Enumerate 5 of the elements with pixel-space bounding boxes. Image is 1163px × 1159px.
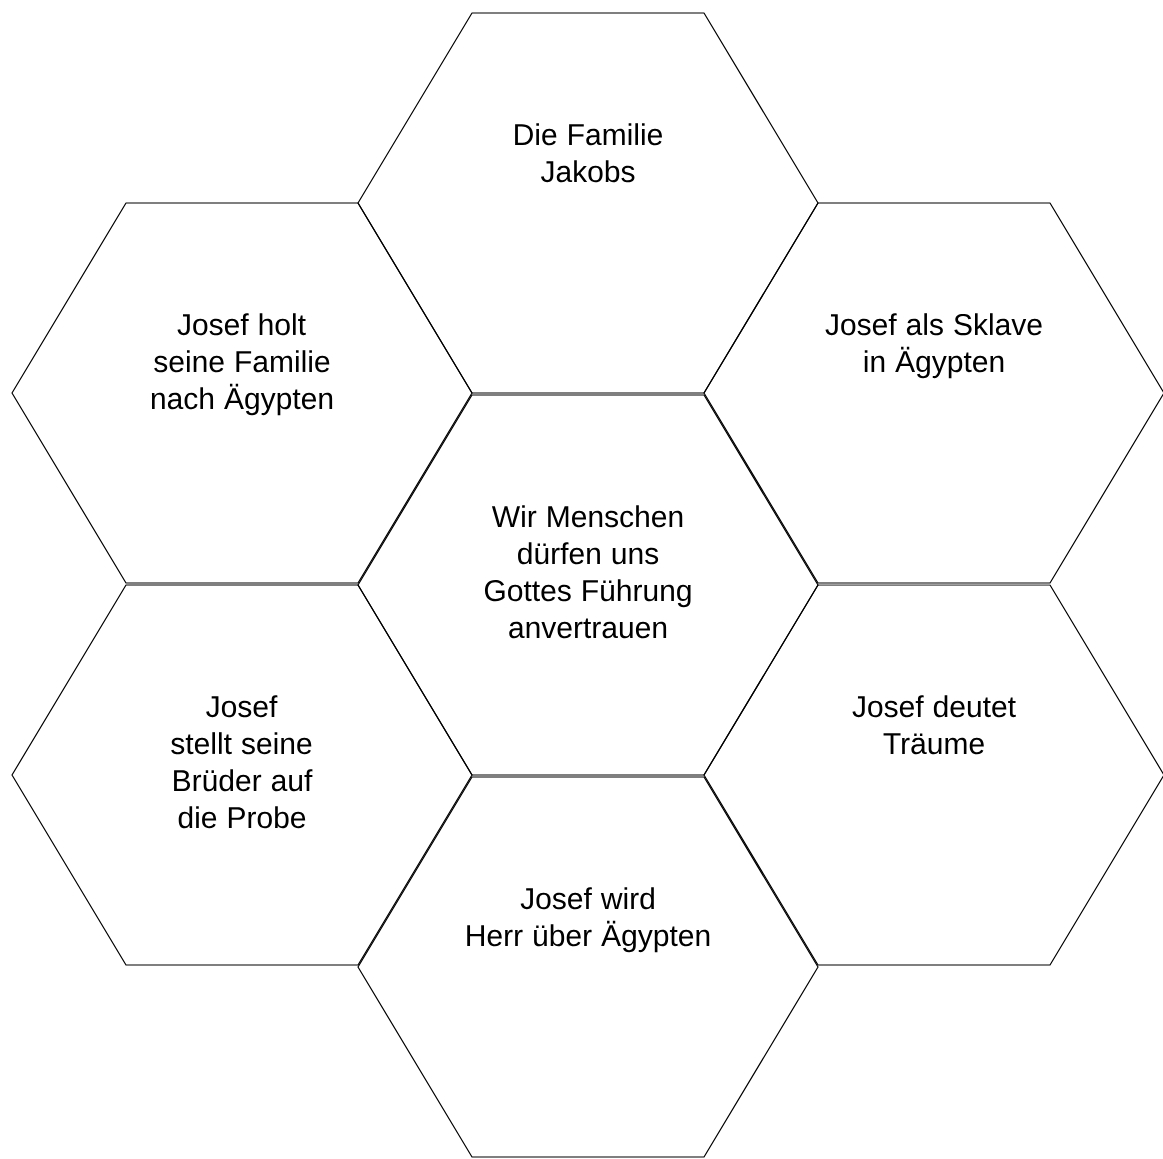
- hexagon: Josef holt seine Familie nach Ägypten: [11, 202, 473, 584]
- hexagon: Josef als Sklave in Ägypten: [703, 202, 1163, 584]
- hexagon: Wir Menschen dürfen uns Gottes Führung anvertrauen: [357, 394, 819, 776]
- hexagon: Josef wird Herr über Ägypten: [357, 776, 819, 1158]
- hexagon: Die Familie Jakobs: [357, 12, 819, 394]
